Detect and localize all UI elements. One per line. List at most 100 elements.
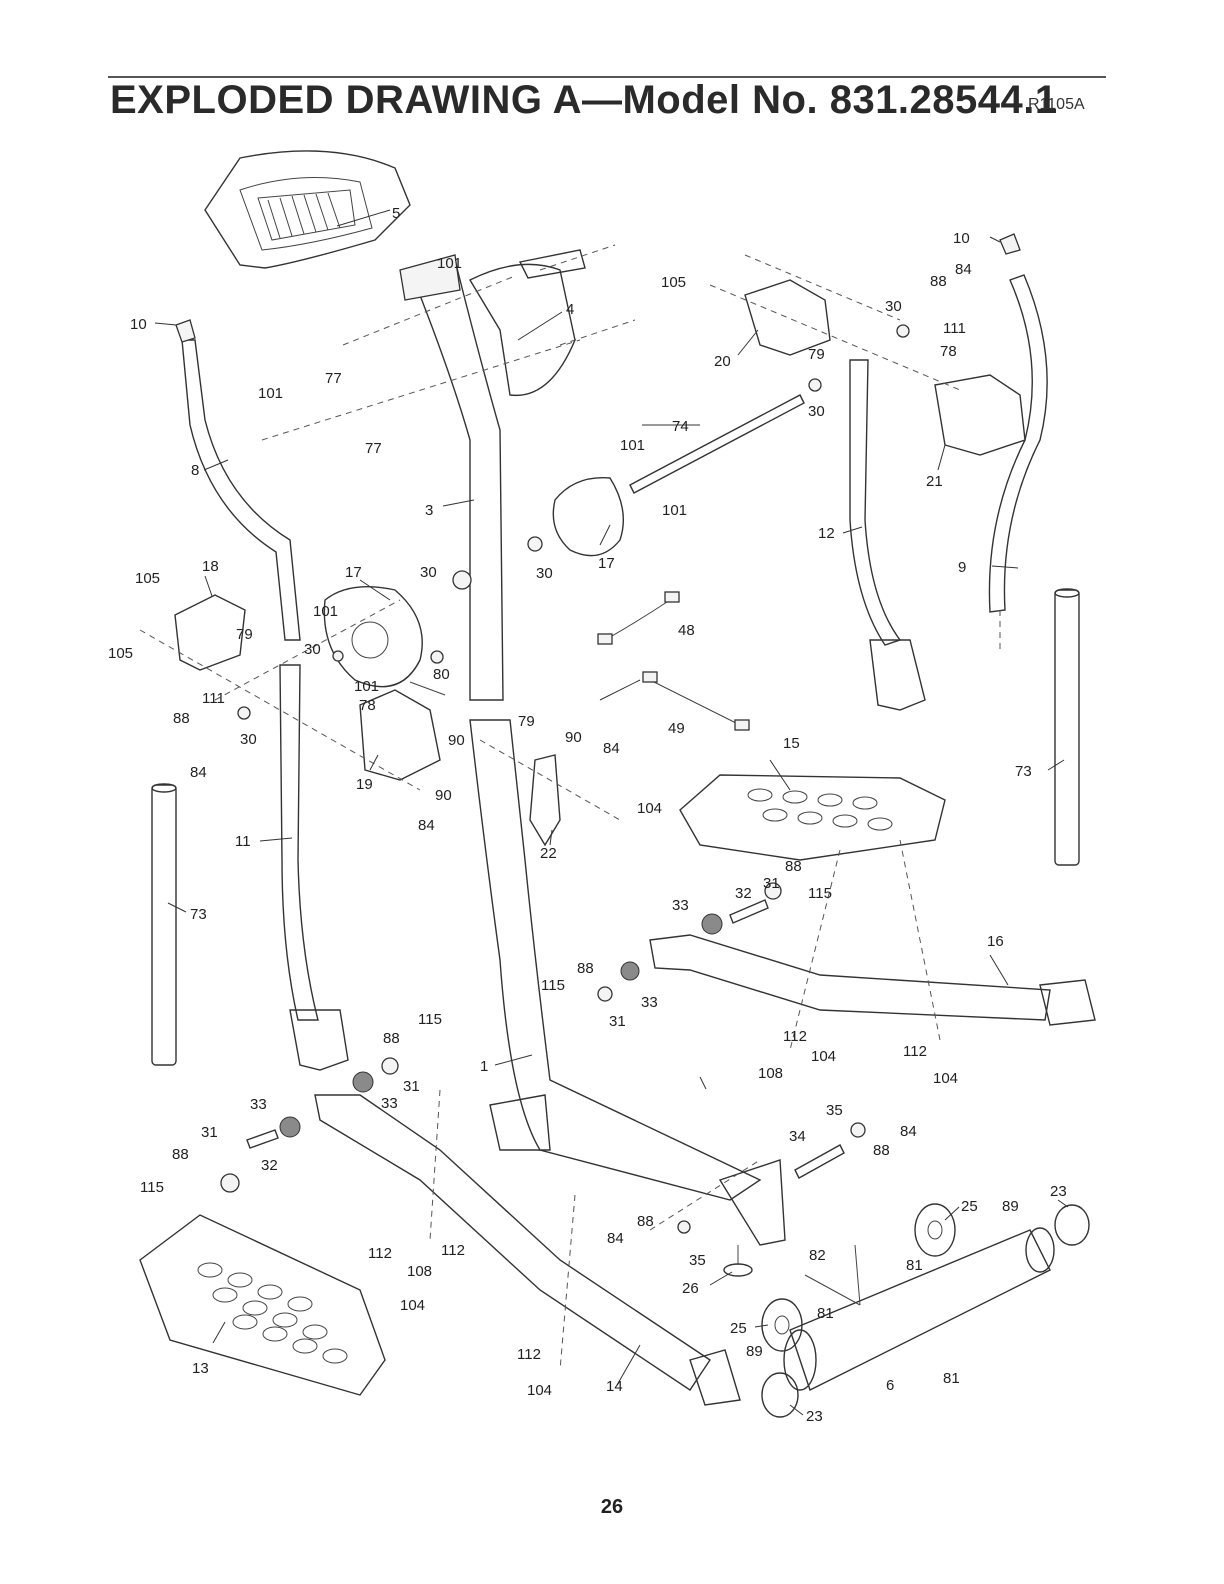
callout-101: 101 [354,678,379,695]
callout-10: 10 [953,230,970,247]
callout-15: 15 [783,735,800,752]
callout-79: 79 [518,713,535,730]
callout-77: 77 [365,440,382,457]
callout-101: 101 [258,385,283,402]
callout-104: 104 [637,800,662,817]
callout-101: 101 [437,255,462,272]
callout-112: 112 [903,1043,927,1060]
callout-88: 88 [930,273,947,290]
callout-115: 115 [418,1011,442,1028]
callout-104: 104 [527,1382,552,1399]
callout-79: 79 [808,346,825,363]
end-cap-lower-part [761,1372,799,1418]
assembly-lines [139,244,1001,1371]
callout-31: 31 [763,875,780,892]
console-part [204,150,411,269]
callout-1: 1 [480,1058,488,1075]
right-upper-housing-part [744,279,831,356]
callout-82: 82 [809,1247,826,1264]
callout-74: 74 [672,418,689,435]
callout-49: 49 [668,720,685,737]
callout-30: 30 [885,298,902,315]
callout-33: 33 [672,897,689,914]
callout-104: 104 [933,1070,958,1087]
callout-32: 32 [735,885,752,902]
callout-22: 22 [540,845,557,862]
callout-89: 89 [1002,1198,1019,1215]
callout-105: 105 [661,274,686,291]
callout-33: 33 [250,1096,267,1113]
callout-14: 14 [606,1378,623,1395]
callout-101: 101 [662,502,687,519]
header-rule [108,76,1106,78]
callout-90: 90 [448,732,465,749]
main-frame-part [469,719,786,1246]
callout-48: 48 [678,622,695,639]
left-lower-arm-part [279,664,349,1071]
callout-77: 77 [325,370,342,387]
callout-35: 35 [826,1102,843,1119]
callout-25: 25 [961,1198,978,1215]
callout-88: 88 [173,710,190,727]
callout-33: 33 [641,994,658,1011]
callout-30: 30 [808,403,825,420]
callout-81: 81 [943,1370,960,1387]
left-housing-part [174,594,246,671]
callout-84: 84 [955,261,972,278]
callout-101: 101 [620,437,645,454]
callout-84: 84 [418,817,435,834]
callout-84: 84 [900,1123,917,1140]
leveler-part [723,1245,753,1277]
callout-115: 115 [541,977,565,994]
tube-right-part [1054,588,1080,866]
callout-78: 78 [940,343,957,360]
callout-17: 17 [598,555,615,572]
callout-30: 30 [304,641,321,658]
callout-108: 108 [407,1263,432,1280]
leader-lines [154,209,1069,1416]
callout-88: 88 [785,858,802,875]
callout-23: 23 [1050,1183,1067,1200]
callout-30: 30 [240,731,257,748]
callout-31: 31 [403,1078,420,1095]
callout-16: 16 [987,933,1004,950]
callout-112: 112 [783,1028,807,1045]
hardware-cluster [220,324,910,1306]
callout-88: 88 [383,1030,400,1047]
wire-harness-48-part [597,591,680,645]
callout-35: 35 [689,1252,706,1269]
callout-80: 80 [433,666,450,683]
callout-10: 10 [130,316,147,333]
callout-90: 90 [565,729,582,746]
callout-33: 33 [381,1095,398,1112]
callout-88: 88 [577,960,594,977]
callout-73: 73 [190,906,207,923]
right-lower-arm-part [849,359,926,711]
bracket-22-part [529,754,561,847]
wheel-upper-part [914,1203,956,1257]
end-cap-upper-part [1054,1204,1090,1246]
callout-20: 20 [714,353,731,370]
wire-harness-49-part [642,671,750,731]
drawing-code: R1105A [1028,96,1085,113]
callout-88: 88 [172,1146,189,1163]
callout-13: 13 [192,1360,209,1377]
callout-101: 101 [313,603,338,620]
callout-23: 23 [806,1408,823,1425]
callout-84: 84 [607,1230,624,1247]
callout-6: 6 [886,1377,894,1394]
callout-112: 112 [441,1242,465,1259]
callout-4: 4 [566,301,574,318]
left-lower-housing-part [359,689,441,781]
callout-111: 111 [943,320,966,337]
callouts: 5 101 4 10 101 77 77 8 3 105 10 84 88 30… [108,205,1067,1425]
callout-21: 21 [926,473,943,490]
callout-84: 84 [603,740,620,757]
left-pedal-part [139,1214,386,1396]
wheel-lower-part [761,1298,803,1352]
callout-112: 112 [517,1346,541,1363]
callout-115: 115 [808,885,832,902]
rear-stabilizer-part [783,1227,1055,1391]
right-pedal-part [679,774,946,861]
callout-25: 25 [730,1320,747,1337]
